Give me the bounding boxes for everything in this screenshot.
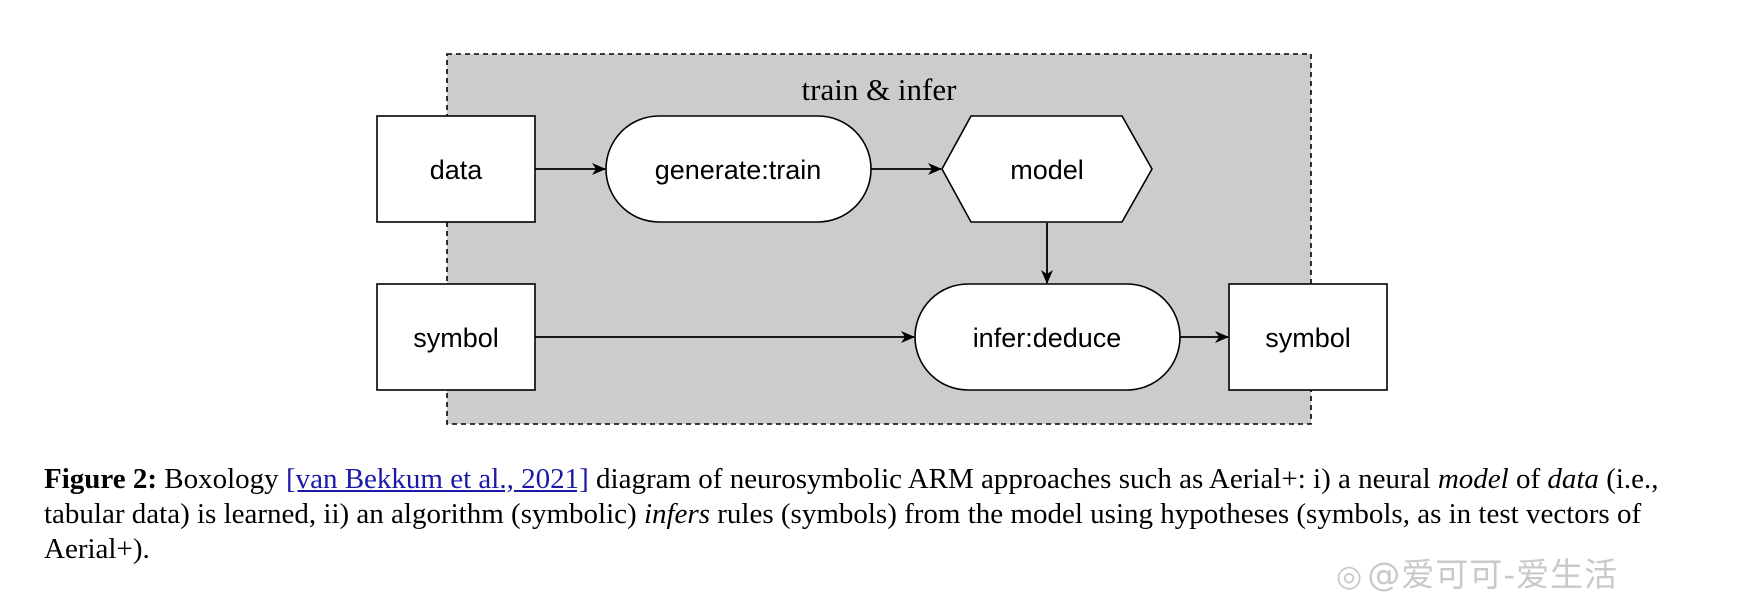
caption-text-2: diagram of neurosymbolic ARM approaches … [588, 463, 1438, 495]
citation-link[interactable]: [van Bekkum et al., 2021] [285, 463, 589, 495]
train-infer-group [446, 53, 1312, 425]
caption-text-1: Boxology [157, 463, 286, 495]
node-infer-deduce-label: infer:deduce [973, 323, 1122, 353]
caption-em-data: data [1547, 463, 1599, 495]
watermark: ◎@爱可可-爱生活 [1336, 548, 1618, 596]
node-symbol-input-label: symbol [413, 323, 499, 353]
caption-em-model: model [1437, 463, 1509, 495]
weibo-icon: ◎ [1336, 559, 1364, 594]
node-infer-deduce [914, 283, 1181, 391]
caption-text-4: (i.e., tabular data) is learned, ii) an … [44, 463, 1659, 530]
boxology-diagram: train & infer data generate:train model … [376, 53, 1388, 425]
node-generate-train [605, 115, 872, 223]
figure-caption: Figure 2: Boxology [van Bekkum et al., 2… [44, 462, 1734, 567]
caption-text-3: of [1508, 463, 1548, 495]
node-symbol-output-label: symbol [1265, 323, 1351, 353]
node-model-label: model [1010, 155, 1084, 185]
node-data-label: data [430, 155, 484, 185]
node-symbol-input [376, 283, 536, 391]
caption-text-5: rules (symbols) from the model using hyp… [44, 498, 1642, 565]
node-data [376, 115, 536, 223]
watermark-text: @爱可可-爱生活 [1367, 555, 1619, 594]
node-generate-train-label: generate:train [655, 155, 822, 185]
node-model [941, 115, 1153, 223]
node-symbol-output [1228, 283, 1388, 391]
figure-label: Figure 2: [44, 463, 158, 495]
group-label: train & infer [802, 72, 958, 107]
caption-em-infers: infers [643, 498, 710, 530]
